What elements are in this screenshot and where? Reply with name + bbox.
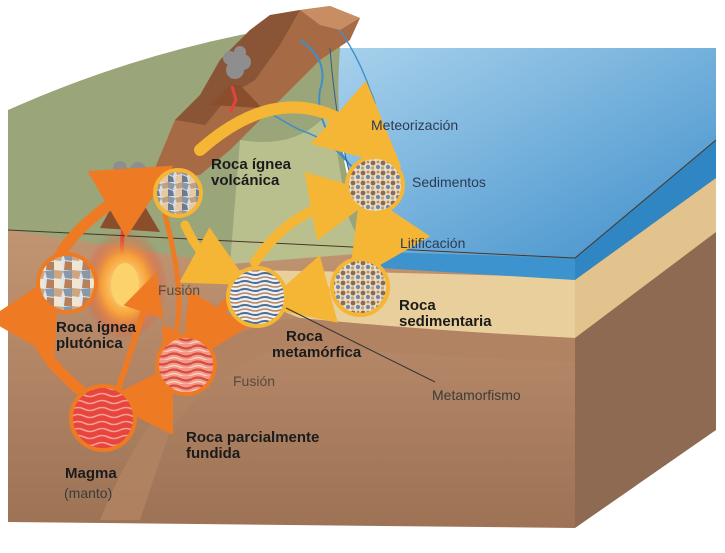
label-fusion-lower: Fusión (233, 373, 276, 389)
label-roca-metamorfica: Roca metamórfica (272, 329, 361, 361)
label-roca-ignea-volcanica: Roca ígnea volcánica (211, 157, 291, 189)
partially-melted-rock-sample (155, 334, 217, 396)
label-line: Roca parcialmente (186, 429, 320, 446)
arrow-lithification (348, 189, 431, 283)
label-meteorizacion: Meteorización (371, 117, 459, 133)
volcanic-rock-sample (153, 168, 203, 218)
metamorfismo-leader-line (269, 299, 436, 383)
plutonic-rock-sample (36, 252, 98, 314)
arrow-partial-to-magma (103, 364, 174, 435)
label-line: plutónica (56, 334, 123, 352)
label-line: Roca (286, 328, 323, 345)
arrow-plutonic-up (54, 165, 174, 261)
label-roca-sedimentaria: Roca sedimentaria (399, 298, 492, 330)
arrow-metamorphic-to-sediments (250, 171, 380, 267)
label-manto: (manto) (64, 485, 113, 501)
label-roca-ignea-plutonica: Roca ígnea plutónica (56, 320, 136, 352)
subducting-slab (100, 318, 575, 520)
arrow-weathering (194, 80, 402, 168)
ocean-right-face (575, 140, 716, 280)
label-line: volcánica (211, 171, 280, 189)
arrow-volcanic-to-metamorphic (179, 220, 250, 286)
label-roca-parcialmente-fundida: Roca parcialmente fundida (186, 430, 319, 462)
label-line: fundida (186, 444, 241, 462)
magma-chamber-core (111, 263, 139, 307)
mountain-highlight (300, 6, 360, 30)
label-magma: Magma (65, 465, 117, 482)
label-line: Roca ígnea (211, 156, 292, 173)
label-fusion-upper: Fusión (158, 282, 201, 298)
label-line: Roca (399, 297, 436, 314)
metamorphic-rock-sample (226, 266, 288, 328)
sediment-band-right (575, 178, 716, 338)
label-litificacion: Litificación (400, 235, 466, 251)
arrow-sedimentary-to-metamorphic (261, 255, 338, 323)
label-line: sedimentaria (399, 312, 492, 330)
label-metamorfismo: Metamorfismo (432, 387, 521, 403)
sedimentary-rock-sample (330, 257, 390, 317)
arrow-magma-to-plutonic (0, 271, 86, 396)
label-line: Roca ígnea (56, 319, 137, 336)
magma-sample (69, 384, 137, 452)
upper-volcano-lava (228, 85, 238, 113)
upper-volcano-smoke (223, 46, 251, 79)
label-sedimentos: Sedimentos (412, 174, 486, 190)
mountain-range (150, 6, 360, 180)
label-line: metamórfica (272, 343, 362, 361)
sediments-sample (345, 155, 405, 215)
